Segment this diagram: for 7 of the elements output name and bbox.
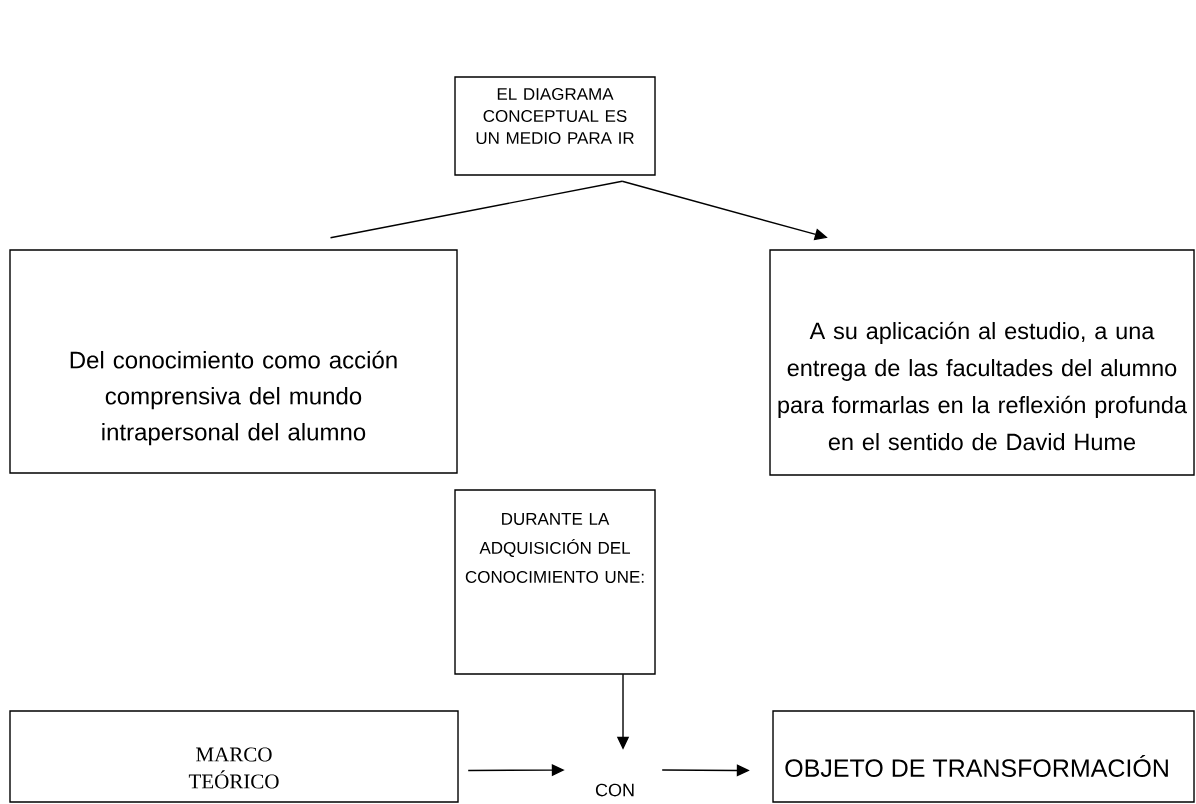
concept-box: OBJETO DE TRANSFORMACIÓN	[772, 710, 1195, 803]
concept-box: A su aplicación al estudio, a una entrega de las facultades del alumno para formarlas en la reflexión profunda en el sentido de David Hume	[769, 249, 1195, 476]
text-label: CON	[595, 783, 634, 797]
concept-box: Del conocimiento como acción comprensiva del mundo intrapersonal del alumno	[9, 249, 458, 474]
concept-box: DURANTE LA ADQUISICIÓN DEL CONOCIMIENTO UNE:	[454, 489, 656, 675]
concept-box: MARCO TEÓRICO	[9, 710, 459, 803]
concept-box: EL DIAGRAMA CONCEPTUAL ES UN MEDIO PARA IR	[454, 76, 656, 176]
